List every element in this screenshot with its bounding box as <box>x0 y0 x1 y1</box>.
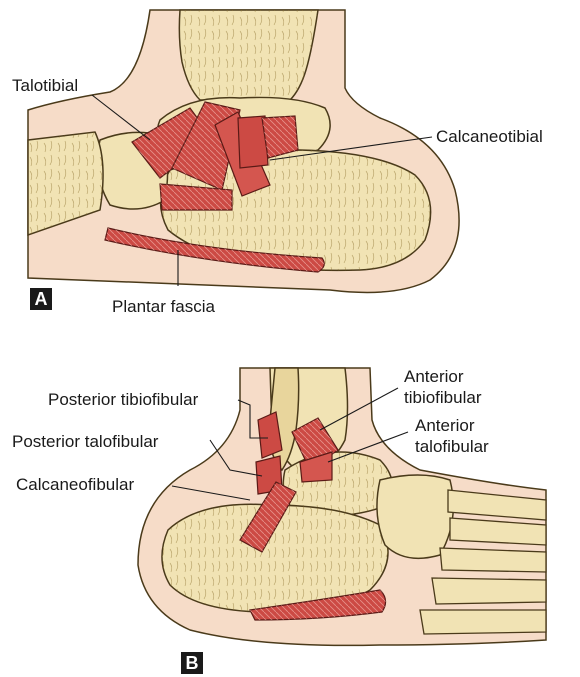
panel-a <box>28 10 459 292</box>
label-anterior-talofibular-line1: Anterior <box>415 416 475 435</box>
label-anterior-tibiofibular-line1: Anterior <box>404 367 464 386</box>
label-anterior-talofibular-line2: talofibular <box>415 437 489 456</box>
label-anterior-tibiofibular-line2: tibiofibular <box>404 388 482 407</box>
label-talotibial: Talotibial <box>12 76 78 95</box>
label-posterior-talofibular: Posterior talofibular <box>12 432 158 451</box>
label-plantar-fascia: Plantar fascia <box>112 297 215 316</box>
panel-b-cuboid <box>377 475 453 558</box>
panel-a-letter: A <box>30 288 52 310</box>
panel-b <box>138 368 546 645</box>
panel-b-letter: B <box>181 652 203 674</box>
label-calcaneofibular: Calcaneofibular <box>16 475 134 494</box>
label-posterior-tibiofibular: Posterior tibiofibular <box>48 390 198 409</box>
label-calcaneotibial: Calcaneotibial <box>436 127 543 146</box>
